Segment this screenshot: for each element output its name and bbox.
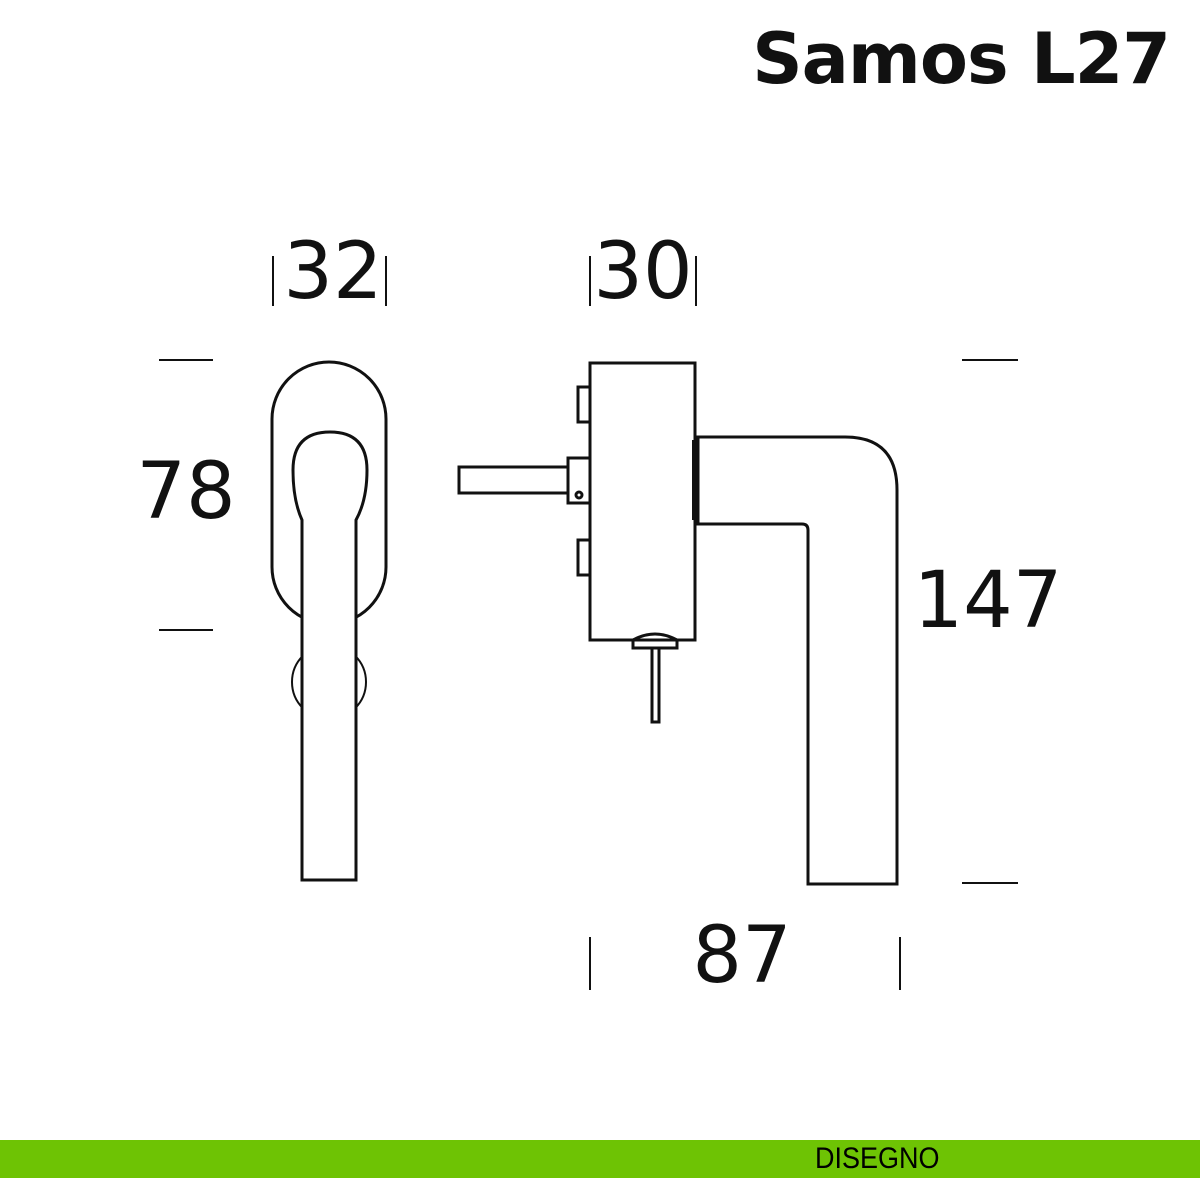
side-view-handle	[457, 361, 899, 886]
dimension-side-depth: 30	[593, 227, 692, 317]
bottom-plate	[631, 632, 679, 650]
dimension-lines	[159, 256, 1018, 990]
screw	[574, 490, 584, 500]
dimension-side-length: 87	[692, 911, 791, 1001]
footer-band	[0, 1140, 1200, 1178]
base-block	[588, 361, 697, 642]
dimension-front-height: 78	[136, 447, 235, 537]
product-title: Samos L27	[752, 18, 1171, 100]
bottom-pin	[650, 646, 661, 724]
spindle	[457, 465, 570, 495]
dimension-side-height: 147	[914, 556, 1063, 646]
handle-shaft	[291, 430, 369, 882]
dimension-front-width: 32	[283, 227, 382, 317]
front-view-handle	[270, 360, 388, 882]
tab-top	[576, 385, 592, 424]
tab-bottom	[576, 538, 592, 577]
footer-label: DISEGNO	[815, 1142, 940, 1175]
spindle-collar	[566, 456, 592, 505]
lever	[696, 435, 899, 886]
